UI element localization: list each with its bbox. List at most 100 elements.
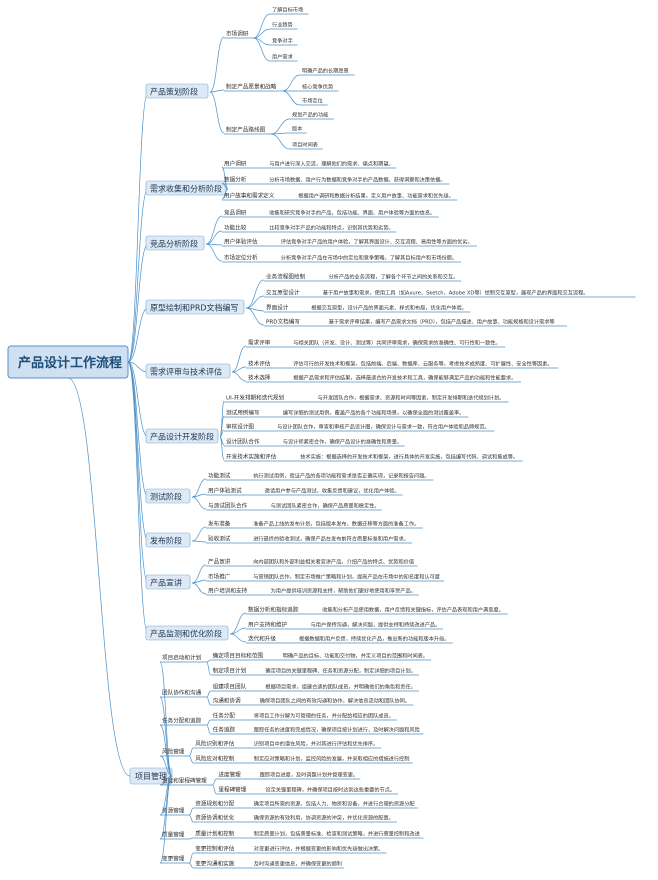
sub-node-label: 与测试团队合作 [208,502,248,510]
sub-node-desc: 为用户提供培训资源和支持，帮助他们更好地使用和享受产品。 [271,587,416,595]
pm-task-desc: 将项目工作分解为可管理的任务，并分配给相应的团队成员。 [254,712,394,720]
sub-node-desc: 进行最终的验收测试，确保产品在发布前符合质量标准和用户需求。 [253,535,409,543]
pm-task-label: 风险应对和控制 [195,755,235,763]
pm-task-label: 里程碑管理 [218,786,246,794]
connector-line [159,775,173,840]
sub-node-desc: 比较竞争对手产品的功能和特点，识别其优势和劣势。 [269,224,394,232]
pm-category-label: 变更管理 [162,855,185,863]
pm-task-label: 变更沟通和实施 [195,860,235,868]
connector-line [221,188,229,200]
connector-line [206,719,211,726]
stage-node [145,235,205,251]
connector-line [127,307,149,363]
connector-line [206,659,211,663]
stage-node [145,299,245,315]
sub-node-desc: 评估竞争对手产品的用户体验，了解其界面设计、交互流程、易用性等方面的优劣。 [281,238,473,246]
pm-task-desc: 确保项目团队之间的有效沟通和协作，解决信息流动和团队协同。 [260,697,410,705]
sub-node-label: 市场调研 [226,30,249,38]
sub-node-label: 界面设计 [266,304,289,312]
sub-node-label: 数据分析 [224,176,247,184]
connector-line [189,852,194,864]
sub-node-desc: 与用户保持沟通，解决问题，提供支持和持续改进产品。 [311,621,441,629]
sub-node-desc: 基于需求评审结果，编写产品需求文档（PRD），包括产品描述、用户故事、功能规格和… [329,318,555,326]
connector-line [189,747,194,757]
sub-node-desc: 与测试团队紧密合作，确保产品质量和稳定性。 [271,502,380,510]
pm-task-desc: 明确产品的目标、功能和交付物，并定义项目的范围和时间表。 [283,652,428,660]
pm-category-label: 进度和里程碑管理 [162,777,207,785]
connector-line [253,13,271,39]
connector-line [191,582,207,595]
sub-node-label: 功能测试 [208,472,231,480]
sub-node-desc: 与设计师紧密合作，确保产品设计的准确性和质量。 [283,438,402,446]
pm-category-label: 团队协作和沟通 [162,689,202,697]
sub-node-label: 制定产品路线图 [226,126,266,134]
pm-task-desc: 根据项目需求，组建合适的团队成员，并明确他们的角色和责任。 [265,683,415,691]
sub-node-desc: 根据产品需求和评估结果，选择最适合的开发技术和工具，确保能够满足产品的功能和性能… [293,374,516,382]
sub-node-label: 用户支持和维护 [248,621,288,629]
connector-line [282,90,301,106]
pm-category-label: 项目启动和计划 [162,654,202,662]
connector-line [229,612,247,635]
sub-node-label: 产品宣讲 [208,558,231,566]
connector-line [159,755,173,777]
connector-line [212,778,217,786]
leaf-node-label: 了解目标市场 [272,6,303,14]
sub-node-desc: 基于用户故事和需求，使用工具（如Axure、Sketch、Adobe XD等）绘… [323,289,589,297]
sub-node-desc: 收集和研究竞争对手的产品，包括功能、界面、用户体验等方面的信息。 [269,209,435,217]
leaf-node-label: 规划产品的功能 [292,111,328,119]
connector-line [127,361,149,542]
connector-line [212,784,217,795]
stage-node [145,488,191,504]
connector-line [205,243,223,262]
connector-line [229,627,247,635]
connector-line [231,371,247,382]
pm-task-label: 风险识别和评估 [195,740,235,748]
sub-node-label: 用户培训和支持 [208,587,248,595]
sub-node-label: 技术选择 [248,374,271,382]
sub-node-label: 交互原型设计 [266,289,300,297]
pm-task-label: 任务分配 [213,712,236,720]
sub-node-desc: 根据交互原型，设计产品的界面元素、样式和布局，优化用户体验。 [311,304,467,312]
connector-line [189,862,194,869]
connector-line [189,814,194,823]
pm-task-desc: 确定项目所需的资源，包括人力、物资和设备，并进行合理的资源分配 [254,800,416,808]
sub-node-desc: 准备产品上线的发布计划，包括版本发布、数据迁移等方面的准备工作。 [253,520,419,528]
pm-task-desc: 跟踪项目进度，及时调整计划并管理变更。 [260,771,359,779]
sub-node-label: 测试用例编写 [226,409,260,417]
sub-node-desc: 技术实施：根据选择的开发技术和框架，进行具体的开发实施，包括编写代码、调试和集成… [300,453,518,461]
connector-line [221,182,229,190]
sub-node-desc: 与设计团队合作，审查和审核产品设计图，确保设计与需求一致，符合用户体验和品牌规范… [277,423,490,431]
connector-line [270,133,291,150]
sub-node-desc: 与开发团队合作，根据需求、资源和时间等因素，制定开发排期和迭代规划计划。 [318,394,505,402]
sub-node-desc: 评估可行的开发技术和框架，包括前端、后端、数据库、云服务等，考虑技术成熟度、可扩… [293,360,552,368]
sub-node-label: 用户故事和需求定义 [224,192,275,200]
connector-line [159,724,173,777]
connector-line [127,361,149,635]
pm-task-label: 资源规划和分配 [195,800,235,808]
connector-line [253,37,271,62]
leaf-node-label: 项目时间表 [292,141,319,149]
sub-node-desc: 分析竞争对手产品在市场中的定位和竞争策略，了解其目标用户和市场份额。 [281,254,457,262]
connector-line [127,188,149,363]
sub-node-label: 用户体验评估 [224,238,258,246]
sub-node-label: 用户体验测试 [208,487,242,495]
leaf-node-label: 明确产品的长期愿景 [302,67,349,75]
leaf-node-label: 核心竞争优势 [302,83,333,91]
connector-line [206,690,211,698]
leaf-node-label: 用户需求 [272,53,294,61]
connector-line [229,633,247,643]
stage-label: 发布阶段 [150,536,182,546]
sub-node-label: 设计团队合作 [226,438,260,446]
sub-node-label: 市场推广 [208,573,231,581]
stage-node [145,574,191,590]
stage-label: 需求评审与技术评估 [150,367,222,377]
stage-label: 竞品分析阶段 [150,239,198,249]
connector-line [191,478,207,498]
connector-line [191,579,207,584]
connector-line [127,91,149,363]
sub-node-label: 开发技术实施和评估 [226,453,277,461]
connector-line [189,755,194,764]
stage-node [145,532,191,548]
sub-node-desc: 邀请用户参与产品测试，收集反馈和建议，优化用户体验。 [265,487,400,495]
pm-task-desc: 跟踪任务的进度和完成情况，确保项目按计划进行，及时解决问题和风险 [254,726,421,734]
